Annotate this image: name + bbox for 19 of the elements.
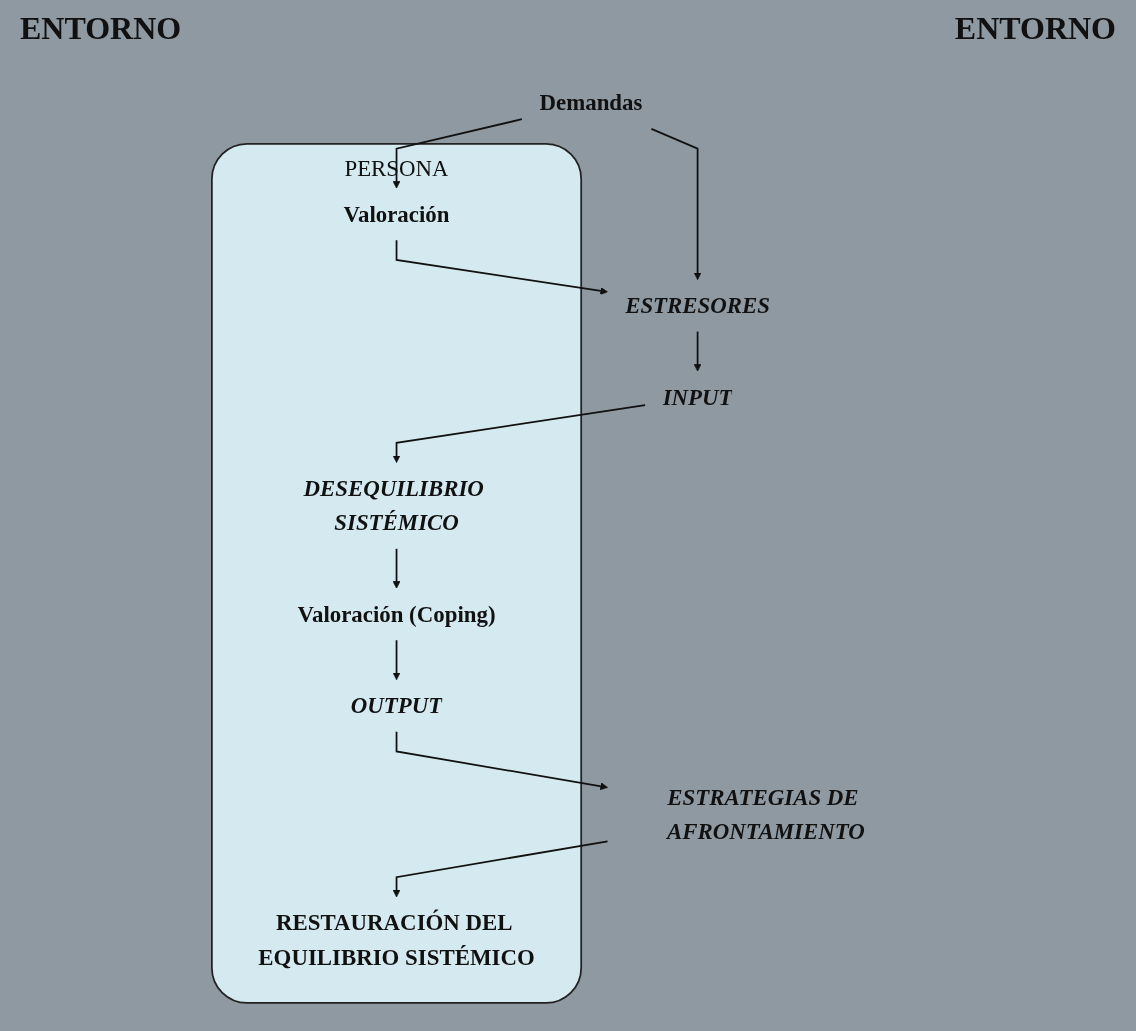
region-label: ENTORNO — [20, 10, 182, 47]
node-text: DESEQUILIBRIO SISTÉMICO — [303, 475, 484, 536]
region-label: ENTORNO — [954, 10, 1116, 47]
arrow — [395, 239, 608, 295]
node-text: Valoración (Coping) — [297, 601, 496, 628]
arrow — [392, 404, 646, 463]
node-text: INPUT — [662, 384, 733, 410]
node-text: ESTRATEGIAS DE AFRONTAMIENTO — [666, 784, 865, 845]
node-text: Demandas — [539, 90, 643, 116]
arrow — [693, 330, 702, 372]
arrow — [392, 547, 401, 589]
arrow — [392, 639, 401, 681]
arrow — [650, 128, 702, 281]
arrow — [392, 840, 609, 898]
node-text: RESTAURACIÓN DEL EQUILIBRIO SISTÉMICO — [258, 910, 535, 970]
node-text: Valoración — [343, 201, 450, 227]
arrow — [395, 730, 608, 791]
node-text: ESTRESORES — [625, 292, 771, 319]
node-text: OUTPUT — [350, 693, 443, 719]
